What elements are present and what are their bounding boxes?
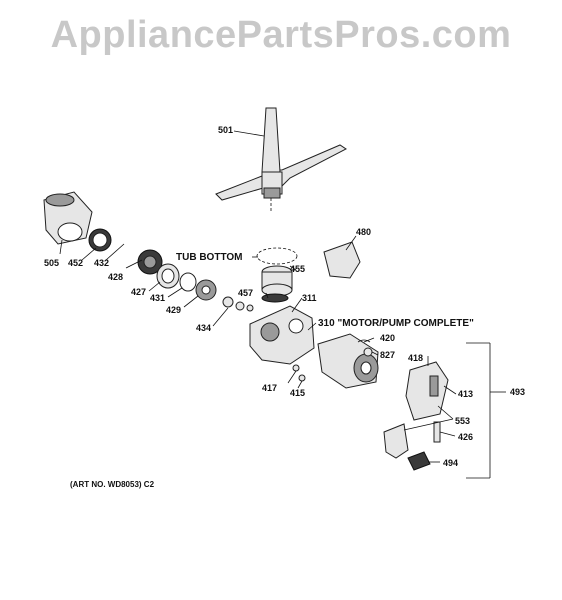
tub-bottom-ring bbox=[256, 247, 298, 265]
watermark: AppliancePartsPros.com bbox=[50, 14, 512, 56]
motor-310 bbox=[317, 333, 379, 389]
label-417: 417 bbox=[262, 383, 277, 393]
label-429: 429 bbox=[166, 305, 181, 315]
bracket-553 bbox=[383, 423, 409, 459]
art-number: (ART NO. WD8053) C2 bbox=[70, 480, 155, 489]
label-427: 427 bbox=[131, 287, 146, 297]
pump-body-311 bbox=[249, 305, 315, 365]
label-415: 415 bbox=[290, 388, 305, 398]
grommet-415 bbox=[298, 374, 306, 382]
label-432: 432 bbox=[94, 258, 109, 268]
spray-arm bbox=[215, 107, 347, 212]
clamp-457 bbox=[261, 293, 289, 303]
label-480: 480 bbox=[356, 227, 371, 237]
label-431: 431 bbox=[150, 293, 165, 303]
label-413: 413 bbox=[458, 389, 473, 399]
callout-tub-bottom: TUB BOTTOM bbox=[176, 252, 242, 263]
label-494: 494 bbox=[443, 458, 458, 468]
hardware-434 bbox=[222, 296, 254, 312]
label-420: 420 bbox=[380, 333, 395, 343]
label-311: 311 bbox=[302, 293, 317, 303]
label-457: 457 bbox=[238, 288, 253, 298]
label-827: 827 bbox=[380, 350, 395, 360]
float-494 bbox=[407, 451, 431, 471]
fitting-827 bbox=[363, 347, 373, 357]
label-452: 452 bbox=[68, 258, 83, 268]
label-428: 428 bbox=[108, 272, 123, 282]
label-501: 501 bbox=[218, 125, 233, 135]
label-505: 505 bbox=[44, 258, 59, 268]
label-426: 426 bbox=[458, 432, 473, 442]
switch-assembly-418 bbox=[405, 361, 449, 421]
clip-420 bbox=[357, 339, 371, 343]
label-553: 553 bbox=[455, 416, 470, 426]
leader-lines bbox=[59, 130, 457, 463]
label-455: 455 bbox=[290, 264, 305, 274]
label-434: 434 bbox=[196, 323, 211, 333]
screw-417 bbox=[292, 364, 300, 372]
callout-motor-pump: 310 "MOTOR/PUMP COMPLETE" bbox=[318, 318, 474, 329]
pump-housing-455 bbox=[261, 265, 293, 297]
pin-426 bbox=[433, 421, 441, 443]
label-493: 493 bbox=[510, 387, 525, 397]
label-418: 418 bbox=[408, 353, 423, 363]
inlet-505 bbox=[43, 191, 93, 245]
seal-431 bbox=[179, 272, 197, 292]
guard-480 bbox=[323, 241, 361, 279]
